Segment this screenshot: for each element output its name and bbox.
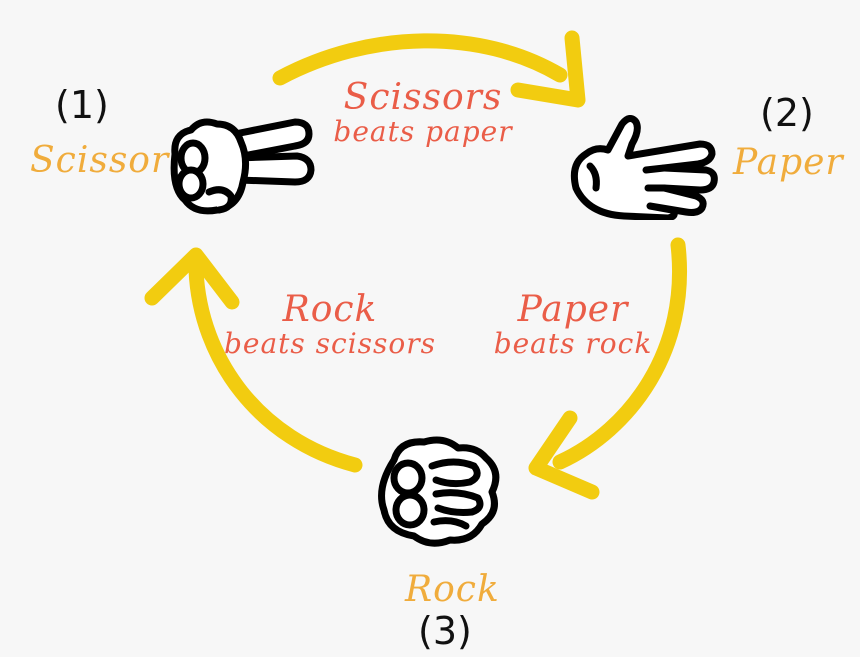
scissor-label: Scissor: [30, 140, 170, 181]
rule-title: Scissors: [343, 77, 503, 118]
rule-title: Paper: [517, 289, 629, 330]
rule-subtitle: beats scissors: [223, 327, 437, 360]
arrowhead-rock-to-scissor: [144, 247, 240, 310]
paper-number: (2): [760, 91, 814, 135]
scissor-number: (1): [55, 83, 109, 127]
scissors-hand-icon: [165, 112, 315, 220]
rock-number: (3): [418, 609, 472, 653]
paper-label: Paper: [733, 142, 844, 183]
arrowhead-paper-to-rock: [528, 410, 600, 500]
rule-subtitle: beats rock: [493, 327, 653, 360]
arrow-scissor-to-paper: [272, 33, 568, 86]
rule-paper-beats-rock: Paper beats rock: [478, 292, 668, 358]
rule-title: Rock: [282, 289, 378, 330]
arrowhead-scissor-to-paper: [510, 30, 586, 108]
rule-rock-beats-scissors: Rock beats scissors: [218, 292, 442, 358]
open-hand-icon: [568, 110, 718, 220]
rule-subtitle: beats paper: [333, 115, 513, 148]
rock-label: Rock: [405, 569, 500, 610]
rule-scissors-beats-paper: Scissors beats paper: [318, 80, 528, 146]
arrow-paper-to-rock: [552, 237, 687, 470]
arrow-rock-to-scissor: [188, 262, 363, 473]
fist-icon: [374, 432, 506, 550]
